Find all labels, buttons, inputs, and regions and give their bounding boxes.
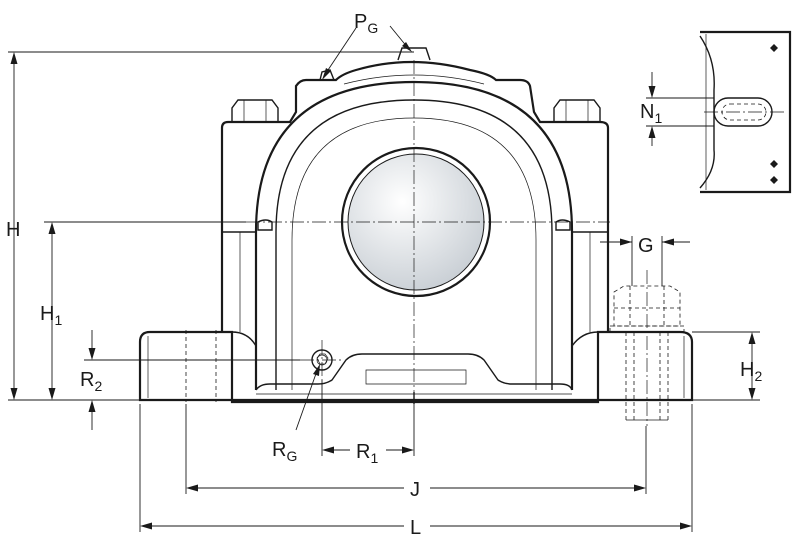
svg-text:R1: R1 [356,441,378,466]
label-main: N [640,101,654,123]
svg-text:H2: H2 [740,359,762,384]
label-R1: R1 [356,441,378,466]
label-sub: G [367,20,378,36]
label-sub: 2 [754,368,762,384]
label-H1: H1 [40,303,62,328]
dimension-H2 [692,331,760,401]
leader-RG [295,364,320,431]
dimension-R1 [321,380,415,456]
dimension-J [185,404,647,494]
label-sub: 1 [654,110,662,126]
inset-slot-view [699,30,792,194]
dimension-R2 [84,330,300,430]
label-sub: 2 [94,378,102,394]
label-N1: N1 [640,101,662,126]
svg-text:PG: PG [354,11,378,36]
label-L: L [410,517,421,539]
label-J: J [410,479,420,501]
label-RG: RG [272,439,297,464]
dimension-H1 [44,221,246,400]
label-main: H [40,303,54,325]
label-H: H [6,219,20,241]
cap-bolt-right [553,99,601,123]
label-H2: H2 [740,359,762,384]
label-main: H [6,219,20,241]
cap-bolt-left [231,99,279,123]
svg-text:RG: RG [272,439,297,464]
dimension-G [600,236,690,286]
label-R2: R2 [80,369,102,394]
label-main: P [354,11,367,33]
label-main: R [272,439,286,461]
label-main: H [740,359,754,381]
svg-text:N1: N1 [640,101,662,126]
dimension-N1 [646,72,714,146]
svg-text:H1: H1 [40,303,62,328]
label-main: R [80,369,94,391]
label-main: L [410,517,421,539]
label-main: G [638,235,654,257]
label-main: R [356,441,370,463]
label-sub: G [286,448,297,464]
label-sub: 1 [370,450,378,466]
leader-PG [322,25,412,80]
label-sub: 1 [54,312,62,328]
label-PG: PG [354,11,378,36]
svg-text:R2: R2 [80,369,102,394]
center-lines [246,60,648,426]
label-main: J [410,479,420,501]
dimension-H [8,51,414,401]
label-G: G [638,235,654,257]
dimension-L [139,404,693,532]
